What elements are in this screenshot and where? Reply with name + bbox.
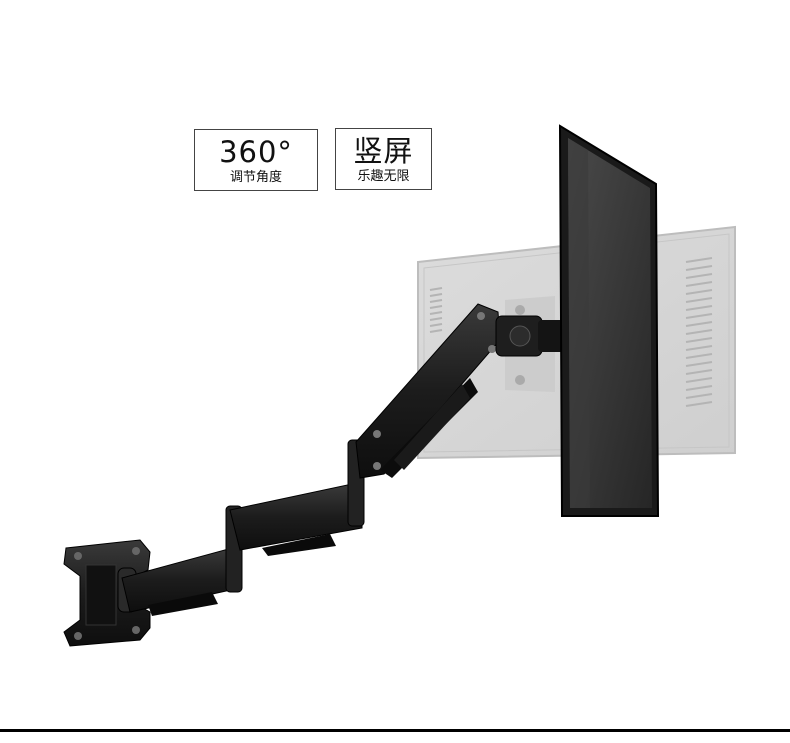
arm-segment-lower (121, 505, 243, 616)
badge-title: 360° (219, 135, 293, 169)
arm-segment-middle (229, 439, 365, 556)
badge-title: 竖屏 (353, 134, 414, 168)
tilt-head (495, 315, 564, 357)
gas-spring-arm (355, 303, 501, 479)
baseline-divider (0, 729, 790, 732)
feature-badge-portrait: 竖屏 乐趣无限 (335, 128, 432, 190)
badge-subtitle: 调节角度 (229, 170, 282, 185)
monitor-portrait (558, 124, 660, 517)
badge-subtitle: 乐趣无限 (357, 169, 410, 184)
feature-badge-rotation: 360° 调节角度 (194, 129, 318, 191)
